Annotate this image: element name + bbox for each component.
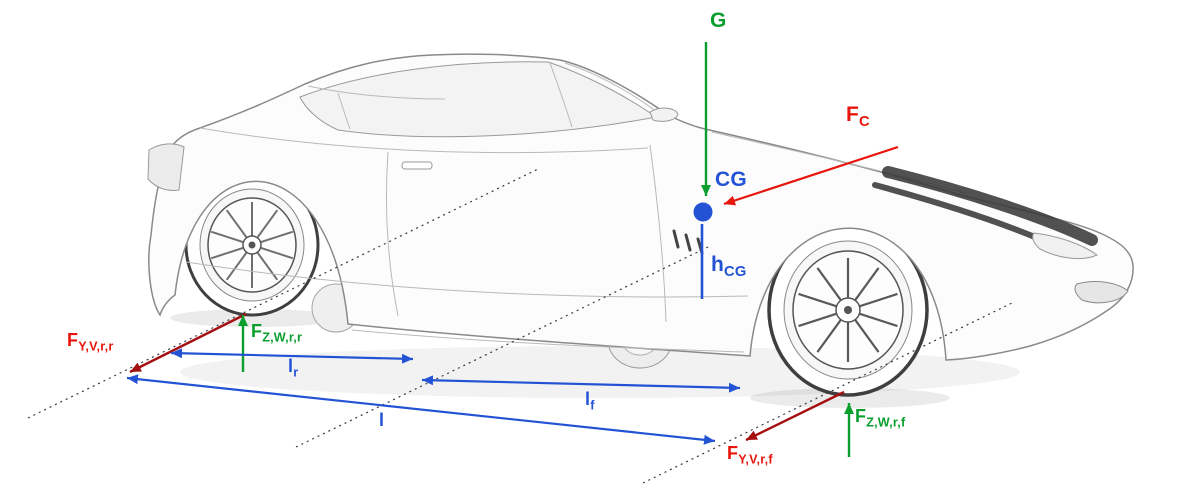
front-grille bbox=[1074, 281, 1129, 304]
fz-rear-label: FZ,W,r,r bbox=[251, 321, 303, 345]
fy-rear-arrow bbox=[129, 312, 247, 374]
g-label: G bbox=[710, 9, 727, 32]
car-illustration bbox=[147, 53, 1134, 408]
fy-front-label: FY,V,r,f bbox=[727, 443, 773, 467]
cg-dot bbox=[693, 202, 713, 222]
tail-light bbox=[147, 143, 185, 191]
dotted-rear-axis bbox=[27, 167, 541, 419]
side-mirror bbox=[649, 107, 679, 122]
fc-label: FC bbox=[846, 103, 870, 131]
headlight bbox=[1032, 232, 1098, 260]
lf-dimension bbox=[421, 375, 741, 393]
lf-label: lf bbox=[585, 389, 595, 413]
front-wheel bbox=[767, 223, 929, 397]
cg-label: CG bbox=[715, 168, 747, 191]
lr-label: lr bbox=[288, 356, 299, 380]
door-handle bbox=[401, 161, 433, 170]
fy-front-arrow bbox=[745, 390, 845, 442]
dotted-center-axis bbox=[295, 246, 709, 448]
annotations bbox=[126, 42, 899, 457]
hcg-label: hCG bbox=[711, 253, 747, 281]
lr-dimension bbox=[170, 348, 414, 364]
fc-force-arrow bbox=[723, 145, 899, 206]
l-label: l bbox=[379, 410, 385, 430]
fy-rear-label: FY,V,r,r bbox=[67, 330, 114, 354]
fz-front-label: FZ,W,r,f bbox=[855, 406, 906, 430]
dotted-front-axis bbox=[642, 302, 1013, 484]
body-panel-lines bbox=[185, 62, 966, 353]
axis-construction-lines bbox=[27, 167, 1013, 484]
l-dimension bbox=[126, 374, 716, 445]
